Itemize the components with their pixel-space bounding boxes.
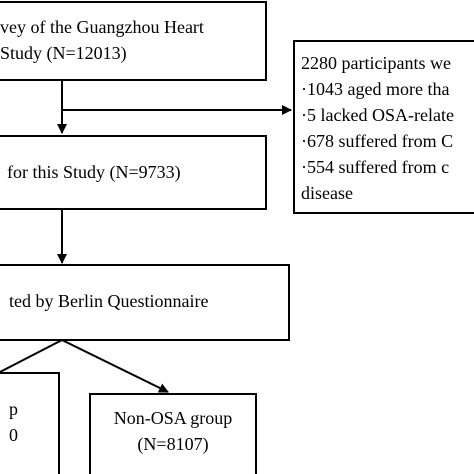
arrow-berlin-to-osa xyxy=(0,339,63,373)
box-excluded-line-3: ·5 lacked OSA-relate xyxy=(301,105,454,125)
box-non-osa-line-2: (N=8107) xyxy=(137,434,209,454)
box-non-osa-line-1: Non-OSA group xyxy=(113,408,233,428)
box-excluded-line-4: ·678 suffered from C xyxy=(301,131,454,151)
box-excluded-line-1: 2280 participants we xyxy=(301,53,451,73)
box-included: for this Study (N=9733) xyxy=(0,135,267,210)
box-survey-line-2: Study (N=12013) xyxy=(0,43,127,63)
box-survey-line-1: vey of the Guangzhou Heart xyxy=(0,17,204,37)
box-non-osa: Non-OSA group (N=8107) xyxy=(89,393,257,474)
box-excluded: 2280 participants we ·1043 aged more tha… xyxy=(293,40,474,214)
box-berlin: ted by Berlin Questionnaire xyxy=(0,264,290,341)
arrow-berlin-to-non-osa xyxy=(61,339,169,393)
box-excluded-line-5: ·554 suffered from c xyxy=(301,157,450,177)
box-osa-line-1: p xyxy=(9,399,18,419)
box-excluded-line-6: disease xyxy=(301,183,353,203)
box-osa: p 0 xyxy=(0,372,60,474)
box-berlin-line-1: ted by Berlin Questionnaire xyxy=(9,291,209,311)
box-osa-line-2: 0 xyxy=(9,425,18,445)
box-excluded-line-2: ·1043 aged more tha xyxy=(301,79,450,99)
box-survey: vey of the Guangzhou Heart Study (N=1201… xyxy=(0,1,267,81)
box-included-line-1: for this Study (N=9733) xyxy=(7,162,181,182)
